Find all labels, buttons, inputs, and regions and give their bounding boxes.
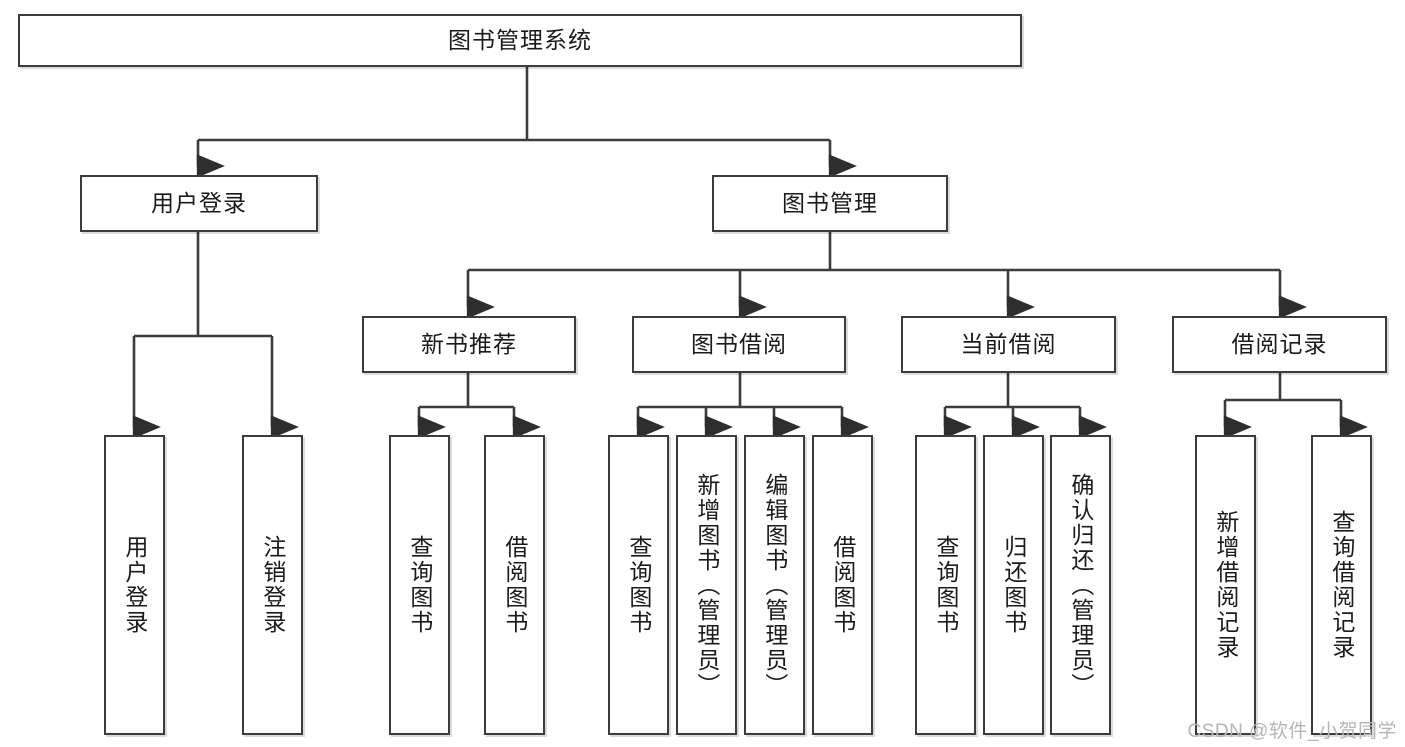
node-label: 查询借阅记录 bbox=[1328, 510, 1355, 660]
node-current-borrow[interactable]: 当前借阅 bbox=[901, 316, 1116, 373]
node-book-management[interactable]: 图书管理 bbox=[712, 175, 948, 232]
node-book-borrow[interactable]: 图书借阅 bbox=[632, 316, 846, 373]
node-label: 查询图书 bbox=[625, 535, 652, 635]
leaf-new-book-query[interactable]: 查询图书 bbox=[389, 435, 450, 735]
leaf-book-borrow-borrow[interactable]: 借阅图书 bbox=[812, 435, 873, 735]
node-root-book-management-system[interactable]: 图书管理系统 bbox=[18, 14, 1022, 67]
node-label: 用户登录 bbox=[151, 189, 247, 216]
node-label: 查询图书 bbox=[406, 535, 433, 635]
node-user-login[interactable]: 用户登录 bbox=[80, 175, 318, 232]
leaf-current-borrow-query[interactable]: 查询图书 bbox=[915, 435, 976, 735]
leaf-borrow-record-query[interactable]: 查询借阅记录 bbox=[1311, 435, 1372, 735]
node-label: 确认归还（管理员） bbox=[1067, 472, 1094, 698]
node-label: 图书管理系统 bbox=[448, 26, 592, 53]
leaf-user-login-login[interactable]: 用户登录 bbox=[104, 435, 165, 735]
node-borrow-record[interactable]: 借阅记录 bbox=[1172, 316, 1387, 373]
node-label: 编辑图书（管理员） bbox=[761, 472, 788, 698]
node-label: 用户登录 bbox=[121, 535, 148, 635]
node-label: 新增借阅记录 bbox=[1212, 510, 1239, 660]
leaf-current-borrow-confirm-return[interactable]: 确认归还（管理员） bbox=[1050, 435, 1111, 735]
node-label: 新书推荐 bbox=[421, 330, 517, 357]
node-label: 借阅图书 bbox=[829, 535, 856, 635]
node-label: 图书借阅 bbox=[691, 330, 787, 357]
leaf-book-borrow-query[interactable]: 查询图书 bbox=[608, 435, 669, 735]
node-label: 新增图书（管理员） bbox=[693, 472, 720, 698]
node-label: 当前借阅 bbox=[960, 330, 1057, 357]
leaf-book-borrow-add[interactable]: 新增图书（管理员） bbox=[676, 435, 737, 735]
node-label: 归还图书 bbox=[1000, 535, 1027, 635]
leaf-new-book-borrow[interactable]: 借阅图书 bbox=[484, 435, 545, 735]
leaf-borrow-record-add[interactable]: 新增借阅记录 bbox=[1195, 435, 1256, 735]
leaf-current-borrow-return[interactable]: 归还图书 bbox=[983, 435, 1044, 735]
node-label: 借阅图书 bbox=[501, 535, 528, 635]
node-label: 图书管理 bbox=[782, 189, 878, 216]
watermark-text: CSDN @软件_小贺同学 bbox=[1187, 721, 1397, 742]
leaf-book-borrow-edit[interactable]: 编辑图书（管理员） bbox=[744, 435, 805, 735]
node-label: 注销登录 bbox=[259, 535, 286, 635]
node-new-book-recommend[interactable]: 新书推荐 bbox=[362, 316, 576, 373]
node-label: 借阅记录 bbox=[1231, 330, 1328, 357]
node-label: 查询图书 bbox=[932, 535, 959, 635]
leaf-user-login-logout[interactable]: 注销登录 bbox=[242, 435, 303, 735]
